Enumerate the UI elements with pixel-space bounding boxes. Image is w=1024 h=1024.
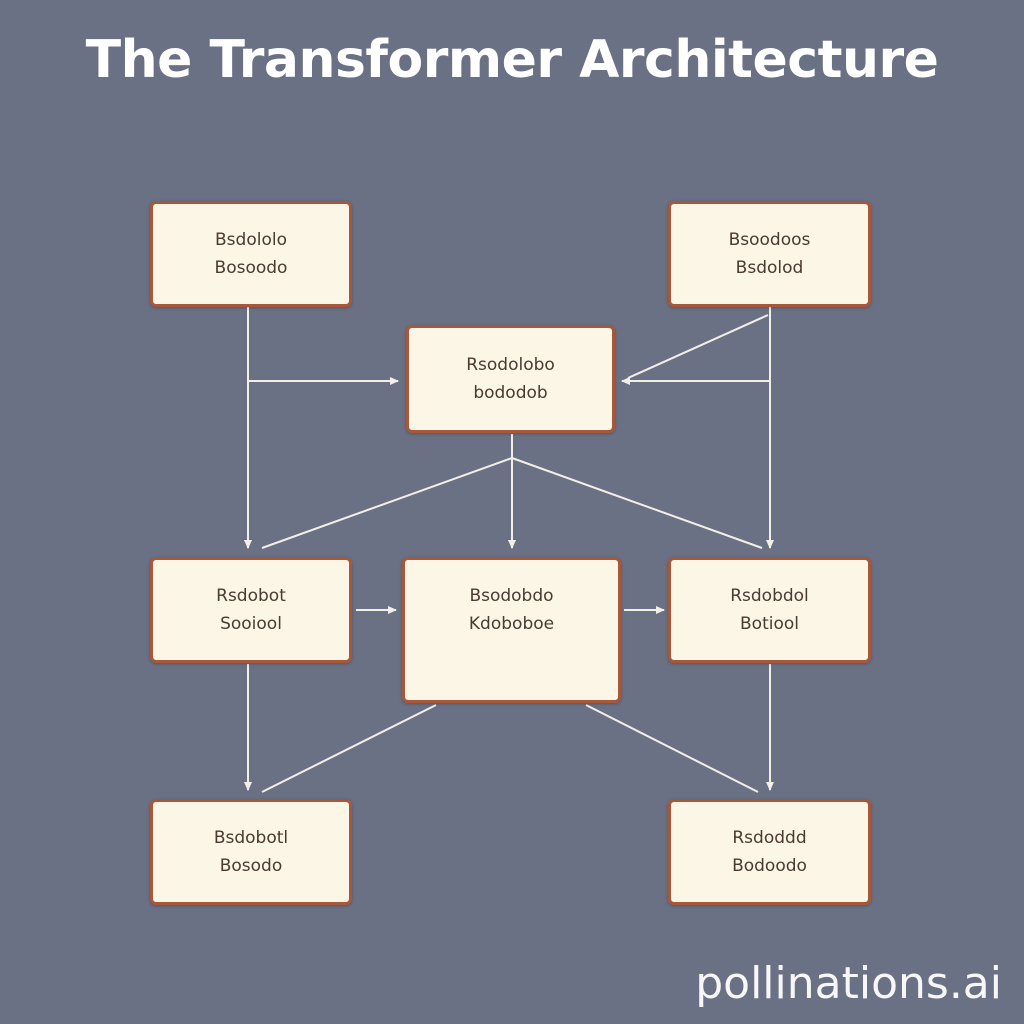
node-label-line2: Kdoboboe <box>468 614 555 634</box>
edge-topright-diagonal <box>627 314 769 379</box>
node-mid-left: Rsdobot Sooiool <box>150 557 352 663</box>
node-top-left: Bsdololo Bosoodo <box>150 201 352 307</box>
node-top-right: Bsoodoos Bsdolod <box>668 201 871 307</box>
node-bottom-right: Rsdoddd Bodoodo <box>668 799 871 905</box>
node-mid-center: Bsodobdo Kdoboboe <box>402 557 621 703</box>
node-label-line1: Bsoodoos <box>728 230 811 250</box>
node-label-line2: Bodoodo <box>732 856 807 876</box>
node-label-line1: Bsdololo <box>215 230 287 250</box>
page-title: The Transformer Architecture <box>85 30 939 90</box>
node-label-line1: Rsdoddd <box>732 828 807 848</box>
node-label-line1: Bsodobdo <box>469 586 554 606</box>
node-label-line2: Sooiool <box>220 614 282 634</box>
node-label-line1: Rsdobot <box>216 586 286 606</box>
node-label-line1: Bsdobotl <box>213 828 289 848</box>
edge-midcenter-bottomleft <box>261 704 437 793</box>
node-label-line1: Rsdobdol <box>730 586 809 606</box>
node-label-line2: Bosodo <box>219 856 283 876</box>
node-label-line2: Bsdolod <box>735 258 804 278</box>
node-center-top: Rsodolobo bododob <box>406 325 615 433</box>
node-mid-right: Rsdobdol Botiool <box>668 557 871 663</box>
node-label-line1: Rsodolobo <box>466 355 555 375</box>
node-label-line2: bododob <box>473 383 548 403</box>
edge-centertop-midleft <box>261 457 513 549</box>
watermark: pollinations.ai <box>695 958 1002 1009</box>
node-label-line2: Botiool <box>740 614 799 634</box>
edge-centertop-midright <box>511 457 763 549</box>
node-label-line2: Bosoodo <box>214 258 288 278</box>
node-bottom-left: Bsdobotl Bosodo <box>150 799 352 905</box>
edge-midcenter-bottomright <box>585 704 759 793</box>
